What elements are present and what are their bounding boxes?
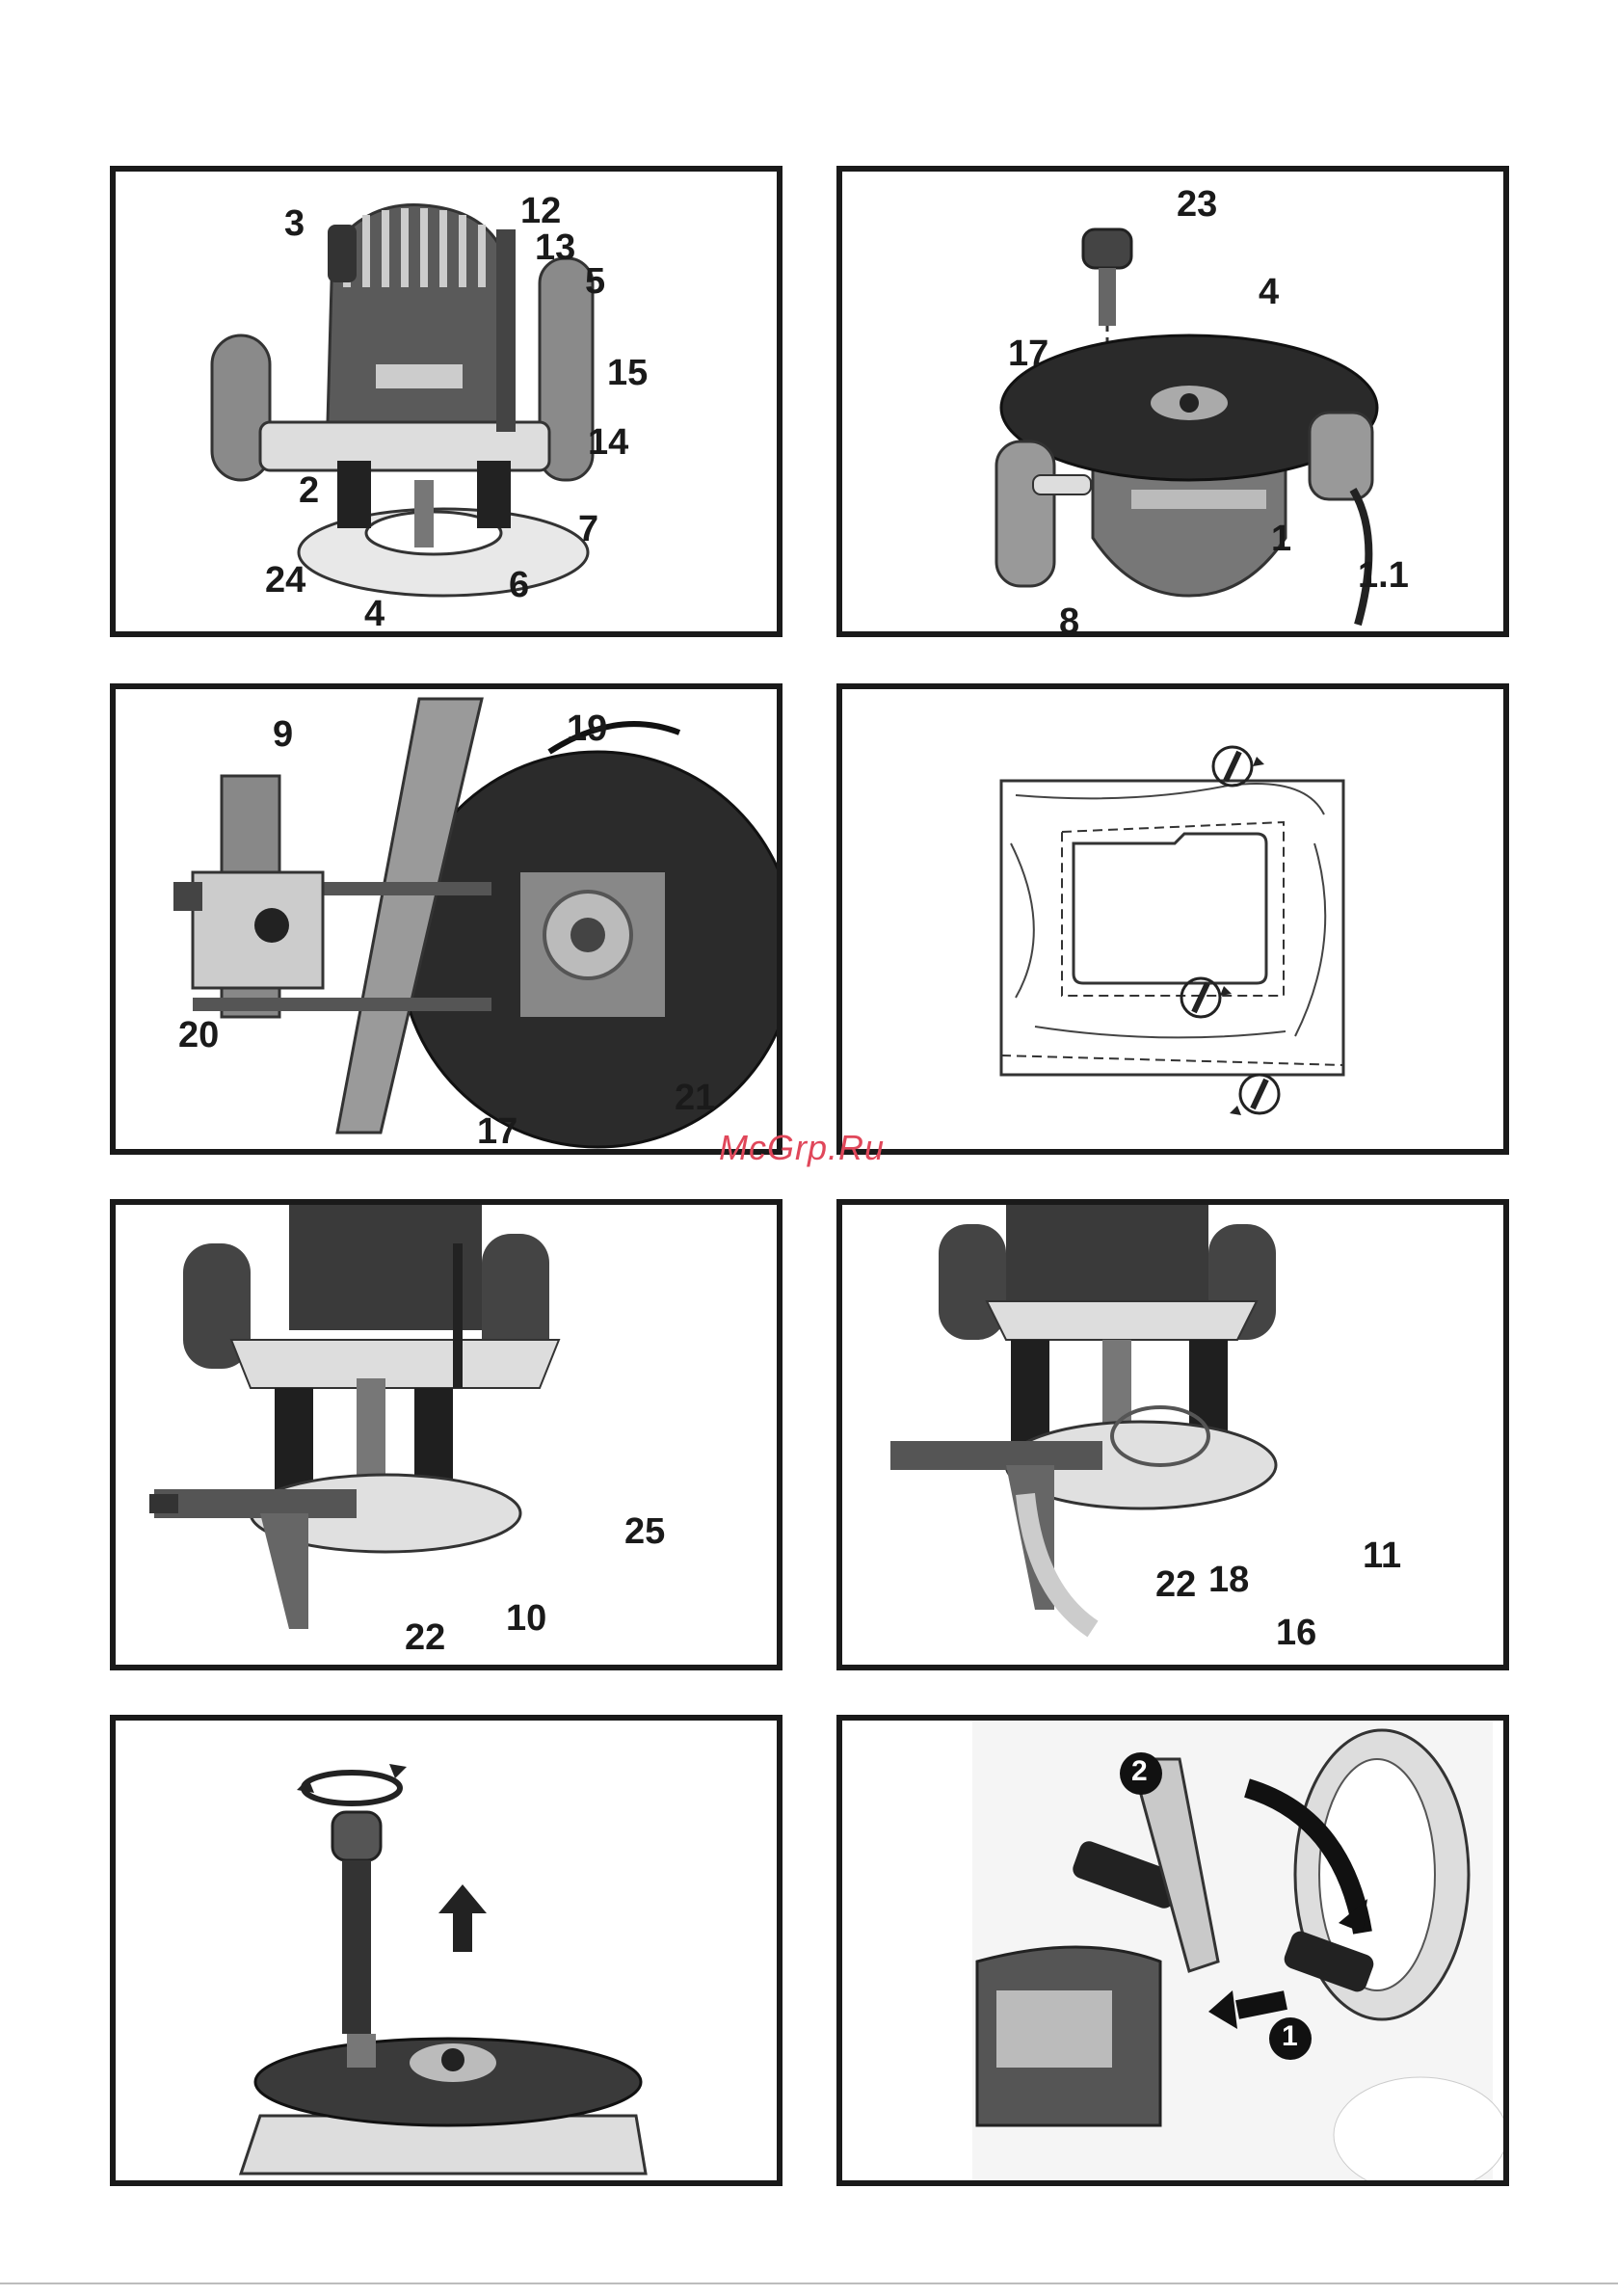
- spindle-lock-knob-illustration: [116, 1721, 777, 2180]
- footer-divider: [0, 2283, 1618, 2284]
- figure-dust-extraction: 22 18 11 16: [836, 1199, 1509, 1670]
- label-11: 11: [1363, 1537, 1401, 1574]
- label-12: 12: [520, 193, 561, 229]
- figure-spindle-lock-knob: [110, 1715, 782, 2186]
- label-23: 23: [1177, 186, 1217, 223]
- label-14: 14: [588, 424, 628, 461]
- router-overview-illustration: [116, 172, 777, 631]
- label-25: 25: [624, 1513, 665, 1550]
- label-2: 2: [299, 472, 319, 509]
- label-17: 17: [477, 1113, 517, 1150]
- guide-mounted-illustration: [116, 1205, 777, 1665]
- label-8: 8: [1059, 603, 1079, 637]
- label-5: 5: [585, 263, 605, 300]
- label-3: 3: [284, 205, 305, 242]
- label-10: 10: [506, 1600, 546, 1637]
- label-15: 15: [607, 355, 648, 391]
- figure-collet-wrench: 2 1: [836, 1715, 1509, 2186]
- label-24: 24: [265, 562, 305, 599]
- badge-2: 2: [1131, 1757, 1148, 1786]
- figure-guide-mounted: 25 22 10: [110, 1199, 782, 1670]
- label-17: 17: [1008, 335, 1048, 372]
- label-4: 4: [364, 596, 385, 632]
- label-6: 6: [509, 567, 529, 603]
- figure-routing-direction: [836, 683, 1509, 1155]
- label-18: 18: [1208, 1562, 1249, 1598]
- collet-wrench-illustration: [842, 1721, 1503, 2180]
- figure-router-overview: 3 12 13 5 15 14 2 7 24 6 4: [110, 166, 782, 637]
- label-13: 13: [535, 229, 575, 266]
- label-16: 16: [1276, 1615, 1316, 1651]
- label-1: 1: [1271, 521, 1291, 557]
- watermark: McGrp.Ru: [719, 1128, 885, 1168]
- label-9: 9: [273, 716, 293, 753]
- label-1-1: 1.1: [1358, 557, 1409, 594]
- label-19: 19: [567, 710, 607, 747]
- routing-direction-diagram: [842, 689, 1503, 1149]
- badge-1: 1: [1282, 2022, 1298, 2051]
- label-22: 22: [1155, 1566, 1196, 1603]
- label-7: 7: [578, 511, 598, 547]
- label-4: 4: [1259, 274, 1279, 310]
- figure-parallel-guide: 9 19 20 21 17: [110, 683, 782, 1155]
- label-21: 21: [675, 1080, 715, 1116]
- label-20: 20: [178, 1017, 219, 1054]
- label-22: 22: [405, 1619, 445, 1656]
- figure-router-inverted: 23 17 4 1 1.1 8: [836, 166, 1509, 637]
